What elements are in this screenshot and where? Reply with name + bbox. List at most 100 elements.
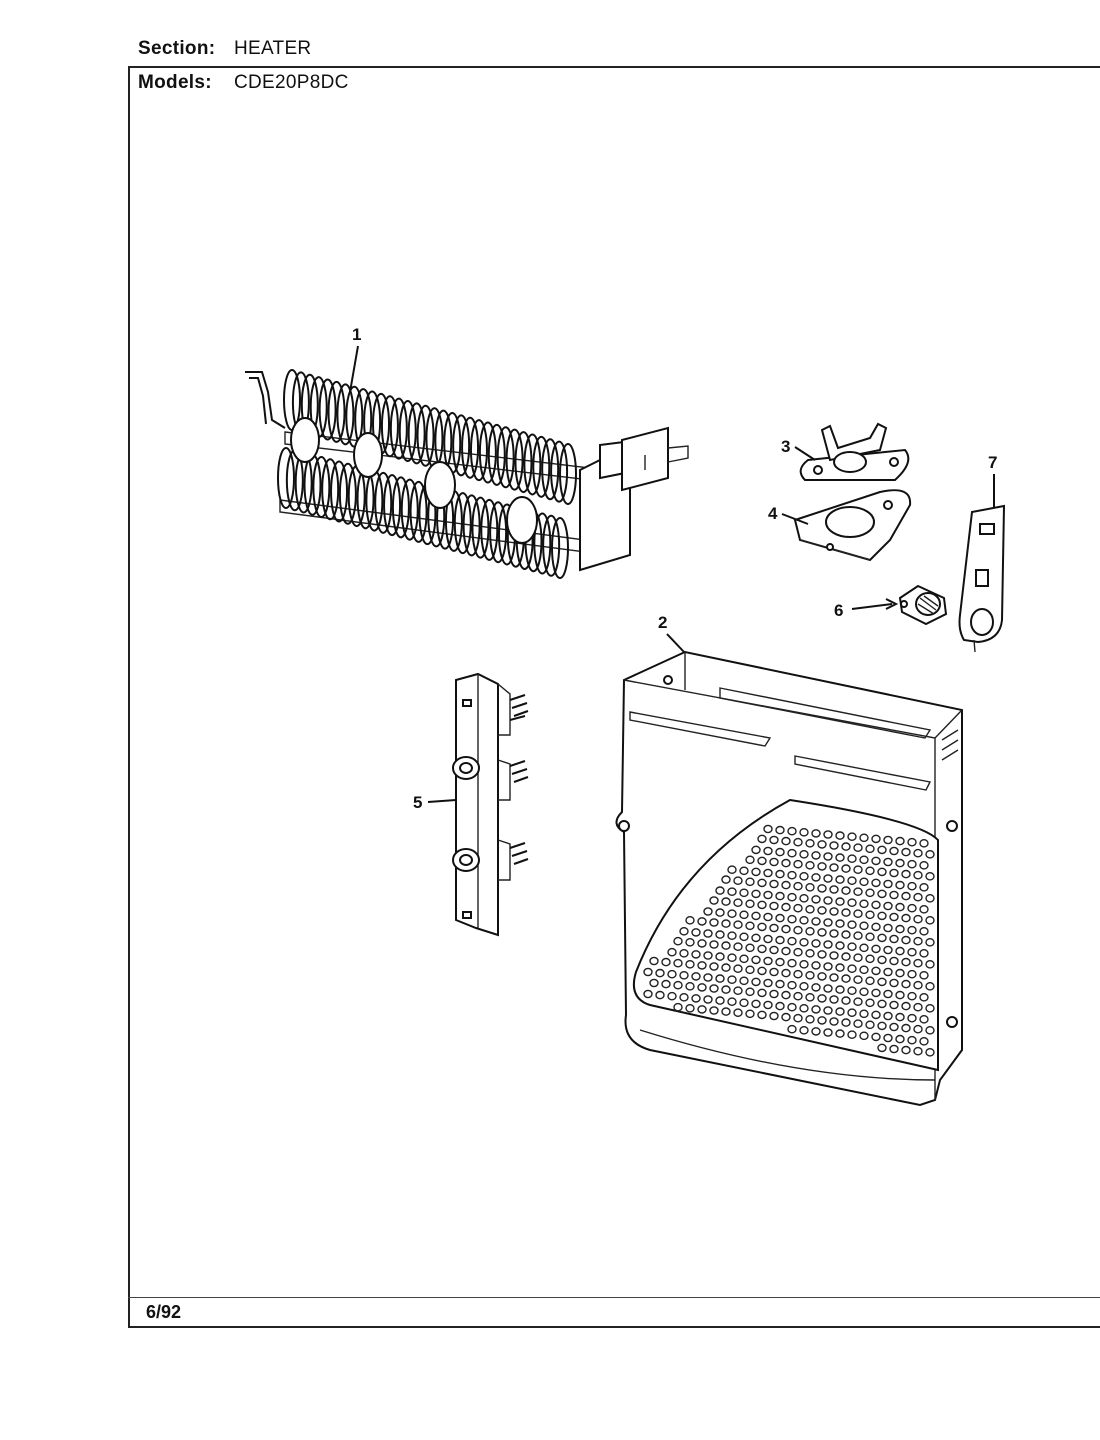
perforation-hole bbox=[721, 963, 731, 972]
perforation-hole bbox=[847, 920, 857, 930]
coil-loop bbox=[505, 428, 524, 491]
perforation-hole bbox=[889, 1000, 899, 1010]
perforation-hole bbox=[805, 1015, 815, 1024]
perforation-hole bbox=[835, 1007, 845, 1016]
coil-loop bbox=[321, 458, 340, 521]
perforation-hole bbox=[739, 932, 749, 942]
perforation-hole bbox=[691, 972, 701, 981]
perforation-hole bbox=[835, 919, 845, 928]
perforation-hole bbox=[787, 936, 797, 946]
perforation-hole bbox=[889, 934, 899, 944]
perforation-hole bbox=[925, 938, 935, 947]
perforation-hole bbox=[733, 898, 743, 908]
coil-loop bbox=[389, 397, 408, 460]
perforation-hole bbox=[871, 922, 881, 932]
perforation-hole bbox=[877, 999, 887, 1009]
perforation-hole bbox=[829, 929, 839, 938]
perforation-hole bbox=[907, 925, 917, 935]
perforation-hole bbox=[919, 971, 929, 980]
perforation-hole bbox=[871, 944, 881, 954]
perforation-hole bbox=[703, 907, 713, 916]
perforation-hole bbox=[775, 847, 785, 857]
perforation-hole bbox=[817, 950, 827, 959]
perforation-hole bbox=[781, 924, 791, 934]
perforation-hole bbox=[763, 868, 773, 878]
perforation-hole bbox=[775, 869, 785, 879]
coil-loop bbox=[416, 404, 435, 467]
perforation-hole bbox=[769, 857, 779, 867]
models-header: Models:CDE20P8DC bbox=[138, 72, 349, 94]
perforation-hole bbox=[691, 994, 701, 1003]
perforation-hole bbox=[769, 879, 779, 889]
perforation-hole bbox=[805, 883, 815, 892]
perforation-hole bbox=[823, 852, 833, 861]
coil-loop bbox=[452, 414, 471, 477]
coil-loop bbox=[409, 480, 428, 543]
perforation-hole bbox=[721, 875, 731, 884]
perforation-hole bbox=[919, 861, 929, 870]
perforation-hole bbox=[763, 912, 773, 922]
perforation-hole bbox=[823, 1028, 833, 1037]
coil-loop bbox=[277, 447, 295, 509]
perforation-hole bbox=[841, 952, 851, 961]
perforation-hole bbox=[745, 877, 755, 887]
perforation-hole bbox=[769, 945, 779, 955]
perforation-hole bbox=[721, 985, 731, 994]
perforation-hole bbox=[715, 930, 725, 939]
coil-loop bbox=[523, 433, 542, 496]
coil-loop bbox=[559, 443, 577, 505]
callout-1: 1 bbox=[349, 325, 361, 393]
perforation-hole bbox=[655, 968, 665, 978]
perforation-hole bbox=[847, 1008, 857, 1018]
perforation-hole bbox=[883, 945, 893, 955]
perforation-hole bbox=[673, 980, 683, 990]
perforation-hole bbox=[913, 1024, 923, 1034]
perforation-hole bbox=[649, 956, 659, 966]
perforation-hole bbox=[883, 989, 893, 999]
perforation-hole bbox=[787, 1002, 797, 1012]
callout-3: 3 bbox=[781, 437, 816, 461]
perforation-hole bbox=[727, 975, 737, 985]
perforation-hole bbox=[835, 985, 845, 994]
perforation-hole bbox=[907, 947, 917, 957]
perforation-hole bbox=[829, 1017, 839, 1026]
coil-loop bbox=[374, 471, 393, 534]
perforation-hole bbox=[727, 953, 737, 963]
perforation-hole bbox=[895, 968, 905, 978]
terminal-block-icon bbox=[452, 672, 529, 937]
perforation-hole bbox=[673, 958, 683, 968]
perforation-hole bbox=[853, 953, 863, 963]
perforation-hole bbox=[901, 913, 911, 923]
perforation-hole bbox=[889, 1044, 899, 1054]
perforation-hole bbox=[871, 988, 881, 998]
perforation-hole bbox=[907, 1035, 917, 1045]
perforation-hole bbox=[751, 977, 761, 987]
perforation-hole bbox=[823, 940, 833, 949]
perforation-hole bbox=[685, 960, 695, 969]
perforation-hole bbox=[841, 886, 851, 895]
coil-loop bbox=[541, 438, 560, 501]
perforation-hole bbox=[841, 908, 851, 917]
perforation-hole bbox=[925, 960, 935, 969]
callout-7: 7 bbox=[988, 453, 997, 508]
perforation-hole bbox=[847, 964, 857, 974]
perforation-hole bbox=[865, 976, 875, 986]
perforation-hole bbox=[697, 1005, 707, 1014]
perforation-hole bbox=[769, 989, 779, 999]
perforation-hole bbox=[799, 894, 809, 903]
perforation-hole bbox=[907, 837, 917, 847]
perforation-hole bbox=[739, 954, 749, 964]
coil-loop bbox=[532, 435, 551, 498]
perforation-hole bbox=[847, 986, 857, 996]
perforation-hole bbox=[919, 883, 929, 892]
coil-loop bbox=[383, 474, 402, 537]
perforation-hole bbox=[775, 891, 785, 901]
perforation-hole bbox=[745, 943, 755, 953]
perforation-hole bbox=[775, 913, 785, 923]
perforation-hole bbox=[913, 848, 923, 858]
perforation-hole bbox=[883, 923, 893, 933]
perforation-hole bbox=[925, 1026, 935, 1035]
perforation-hole bbox=[835, 853, 845, 862]
perforation-hole bbox=[823, 918, 833, 927]
